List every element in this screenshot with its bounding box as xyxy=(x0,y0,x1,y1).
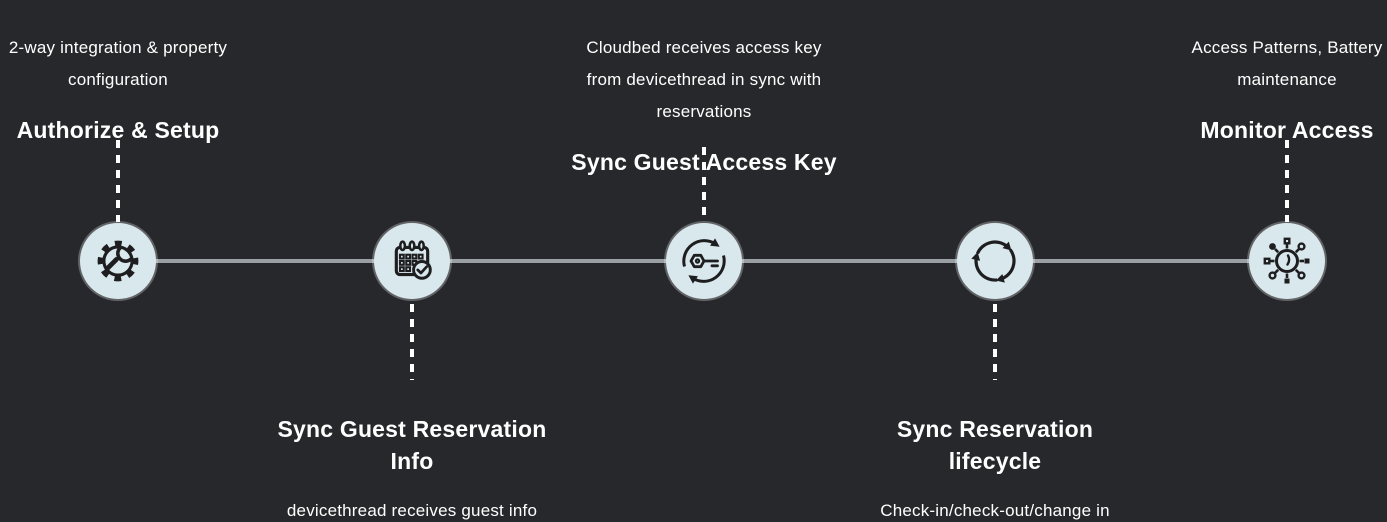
gear-wrench-icon xyxy=(97,240,139,282)
step-title: Sync Guest Reservation Info xyxy=(277,416,547,474)
timeline-node-reservation-lifecycle xyxy=(957,223,1033,299)
step-description: Cloudbed receives access key from device… xyxy=(586,38,822,121)
step-text-authorize-setup: 2-way integration & property configurati… xyxy=(0,14,268,164)
step-text-reservation-lifecycle: Sync Reservation lifecycle Check-in/chec… xyxy=(845,395,1145,522)
calendar-check-icon xyxy=(394,240,432,280)
step-text-sync-access-key: Cloudbed receives access key from device… xyxy=(534,14,874,196)
dashed-connector xyxy=(1285,140,1289,222)
step-title: Sync Reservation lifecycle xyxy=(896,416,1094,474)
step-description: devicethread receives guest info from Cl… xyxy=(286,501,538,520)
lifecycle-arrows-icon xyxy=(971,240,1016,283)
timeline-node-monitor-access xyxy=(1249,223,1325,299)
step-title: Sync Guest Access Key xyxy=(571,149,837,175)
dashed-connector xyxy=(116,140,120,222)
timeline-node-sync-access-key xyxy=(666,223,742,299)
step-description: Access Patterns, Battery maintenance xyxy=(1191,38,1383,89)
monitor-network-icon xyxy=(1263,237,1310,284)
timeline-node-authorize-setup xyxy=(80,223,156,299)
timeline-node-sync-reservation-info xyxy=(374,223,450,299)
step-description: 2-way integration & property configurati… xyxy=(8,38,228,89)
dashed-connector xyxy=(993,304,997,380)
dashed-connector xyxy=(702,147,706,222)
dashed-connector xyxy=(410,304,414,380)
step-title: Authorize & Setup xyxy=(16,117,220,143)
step-text-monitor-access: Access Patterns, Battery maintenance Mon… xyxy=(1137,14,1387,164)
step-title: Monitor Access xyxy=(1200,117,1374,143)
key-sync-icon xyxy=(682,238,726,284)
step-description: Check-in/check-out/change in rooms xyxy=(880,501,1110,520)
step-text-sync-reservation-info: Sync Guest Reservation Info devicethread… xyxy=(262,395,562,522)
